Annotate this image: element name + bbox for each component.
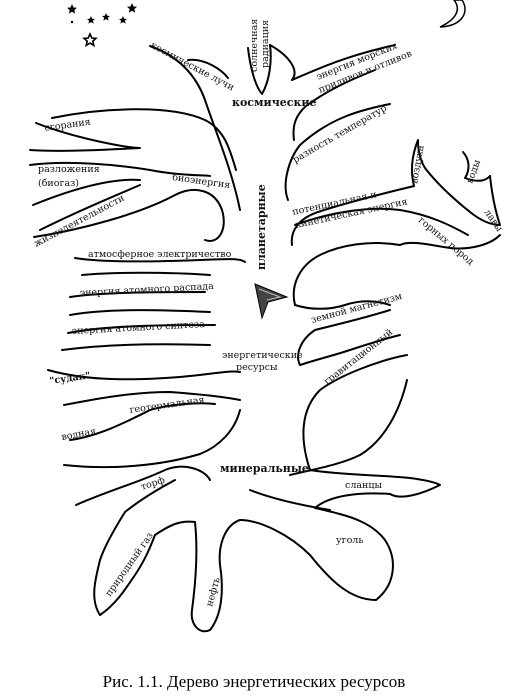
label-decomposition: разложения bbox=[38, 164, 100, 175]
label-solar2: радиация bbox=[260, 20, 271, 68]
label-peat: торф bbox=[140, 475, 167, 493]
star-icon bbox=[119, 16, 127, 24]
label-coal: уголь bbox=[336, 535, 364, 546]
label-energy-resources: энергетические bbox=[222, 350, 303, 361]
label-cosmic-rays: космические лучи bbox=[149, 40, 236, 93]
label-solar: солнечная bbox=[249, 19, 260, 72]
label-air: воздуха bbox=[409, 144, 427, 184]
label-natural-gas: природный газ bbox=[103, 531, 155, 599]
label-water: водная bbox=[61, 426, 97, 443]
label-temp-diff: разность температур bbox=[291, 103, 389, 166]
label-mineral: минеральные bbox=[220, 462, 309, 475]
label-geothermal: геотермальная bbox=[129, 395, 205, 416]
tree-outline-right bbox=[289, 139, 501, 498]
arrow-cursor-icon bbox=[254, 283, 289, 320]
star-icon bbox=[82, 32, 98, 48]
label-cosmic: космические bbox=[232, 96, 317, 109]
star-icon bbox=[70, 20, 74, 24]
star-icon bbox=[102, 13, 110, 21]
label-atmo-electricity: атмосферное электричество bbox=[88, 249, 232, 260]
label-atomic-synthesis: энергия атомного синтеза bbox=[72, 319, 206, 337]
label-energy-resources2: ресурсы bbox=[236, 362, 278, 373]
star-icon bbox=[127, 3, 137, 13]
label-atomic-decay: энергия атомного распада bbox=[80, 281, 215, 299]
label-gravitational: гравитационный bbox=[322, 327, 395, 387]
figure-caption: Рис. 1.1. Дерево энергетических ресурсов bbox=[102, 672, 406, 691]
label-biogas: (биогаз) bbox=[38, 178, 79, 189]
star-icon bbox=[67, 4, 77, 14]
label-vital: жизнедеятельности bbox=[32, 193, 126, 250]
label-shale: сланцы bbox=[345, 480, 382, 491]
star-icon bbox=[87, 16, 95, 24]
label-combustion: сгорания bbox=[44, 117, 92, 134]
moon-icon bbox=[439, 0, 466, 28]
tree-outline bbox=[29, 44, 396, 633]
stars bbox=[67, 3, 137, 48]
label-planetary: планетарные bbox=[255, 184, 268, 270]
